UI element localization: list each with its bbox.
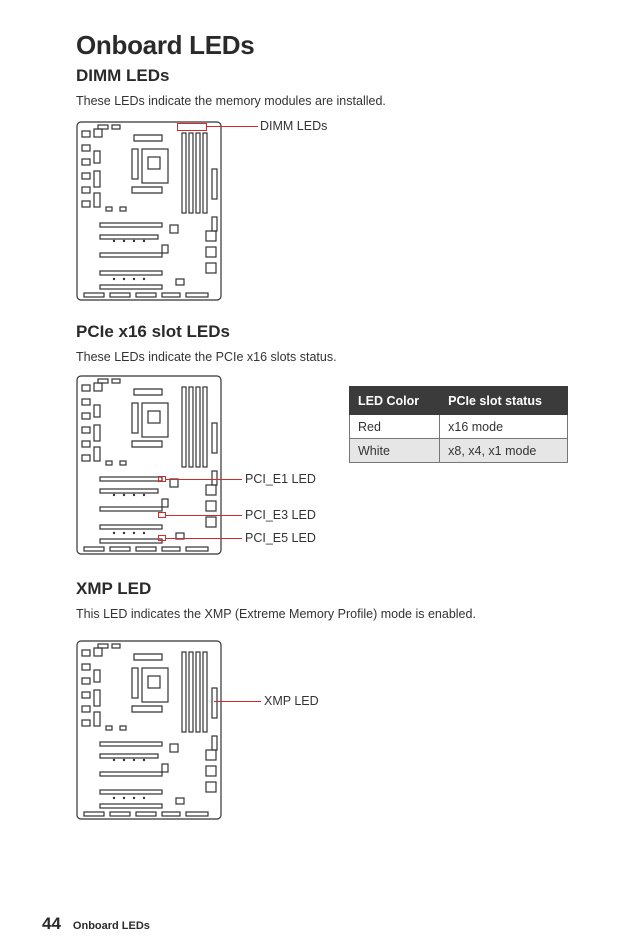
pci-e3-callout-label: PCI_E3 LED — [245, 508, 316, 522]
dimm-callout-line — [207, 126, 258, 127]
xmp-callout-label: XMP LED — [264, 694, 319, 708]
motherboard-diagram-dimm — [76, 121, 222, 301]
motherboard-icon — [76, 640, 222, 820]
pci-e1-callout-label: PCI_E1 LED — [245, 472, 316, 486]
dimm-callout-label: DIMM LEDs — [260, 119, 328, 133]
pci-e3-callout-line — [166, 515, 242, 516]
table-header-cell: LED Color — [348, 386, 441, 415]
dimm-heading: DIMM LEDs — [76, 66, 170, 85]
motherboard-diagram-pcie — [76, 375, 222, 555]
page-number: 44 — [42, 914, 61, 933]
xmp-callout-line — [214, 701, 261, 702]
motherboard-diagram-xmp — [76, 640, 222, 820]
table-cell: White — [348, 438, 441, 463]
xmp-heading: XMP LED — [76, 579, 152, 598]
pcie-description: These LEDs indicate the PCIe x16 slots s… — [76, 350, 337, 364]
table-cell: x8, x4, x1 mode — [439, 438, 568, 463]
pci-e3-led-highlight — [158, 512, 166, 518]
pci-e5-led-highlight — [158, 535, 166, 541]
dimm-led-highlight — [177, 123, 207, 131]
xmp-description: This LED indicates the XMP (Extreme Memo… — [76, 607, 476, 621]
pcie-heading: PCIe x16 slot LEDs — [76, 322, 231, 341]
table-row: White x8, x4, x1 mode — [348, 438, 568, 463]
pci-e5-callout-label: PCI_E5 LED — [245, 531, 316, 545]
pci-e1-callout-line — [166, 479, 242, 480]
pci-e5-callout-line — [166, 538, 242, 539]
led-status-table: LED Color PCIe slot status Red x16 mode … — [348, 386, 568, 463]
table-header-cell: PCIe slot status — [439, 386, 568, 415]
table-cell: x16 mode — [439, 414, 568, 439]
table-header-row: LED Color PCIe slot status — [348, 386, 568, 415]
page-footer: 44 Onboard LEDs — [42, 914, 150, 934]
dimm-description: These LEDs indicate the memory modules a… — [76, 94, 386, 108]
motherboard-icon — [76, 375, 222, 555]
table-row: Red x16 mode — [348, 414, 568, 439]
table-cell: Red — [348, 414, 441, 439]
page-title: Onboard LEDs — [76, 30, 255, 60]
footer-title: Onboard LEDs — [72, 920, 150, 932]
pci-e1-led-highlight — [158, 476, 166, 482]
motherboard-icon — [76, 121, 222, 301]
